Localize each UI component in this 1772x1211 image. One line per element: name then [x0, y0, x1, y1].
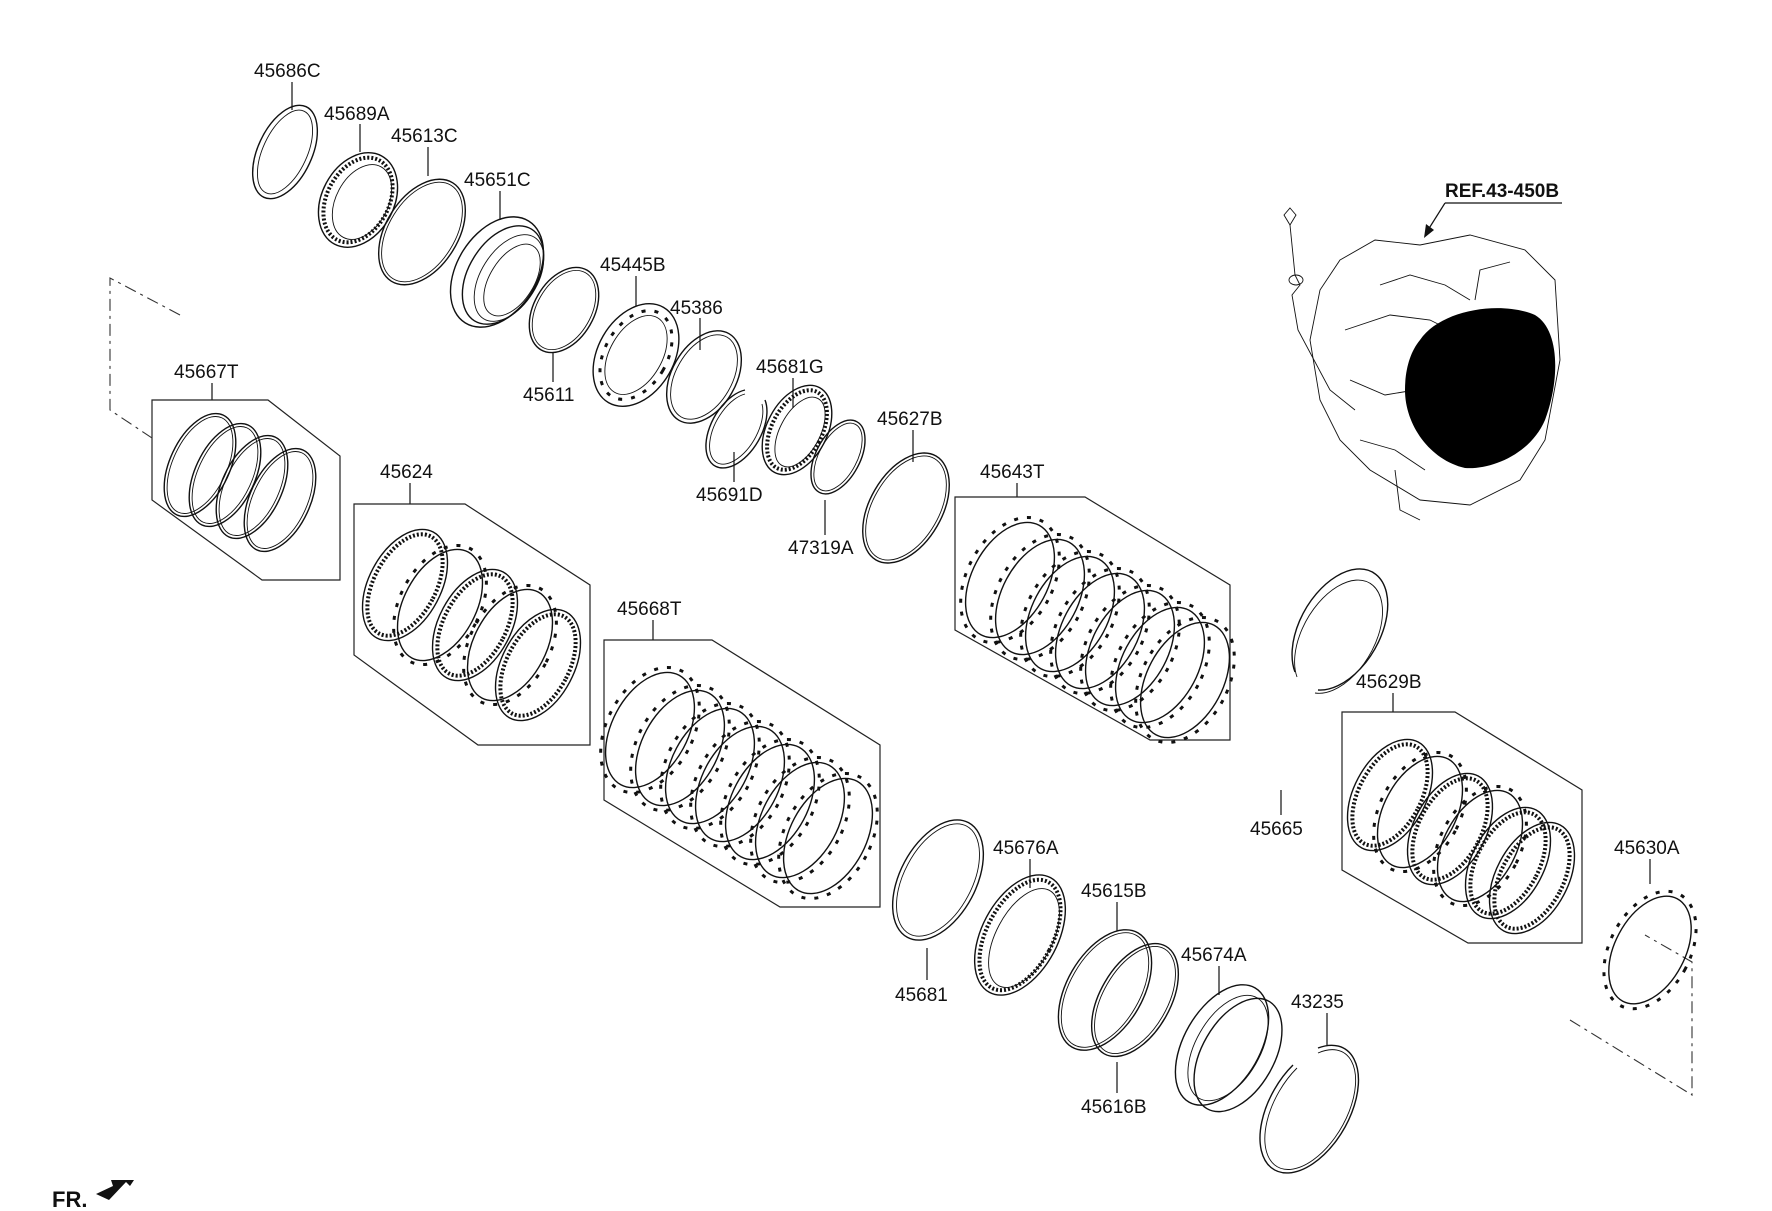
part-label-45616B[interactable]: 45616B [1081, 1097, 1147, 1118]
bottom-row-parts [874, 805, 1360, 1174]
part-label-45630A[interactable]: 45630A [1614, 838, 1680, 859]
part-labels: 45686C 45689A 45613C 45651C 45611 45445B… [174, 61, 1680, 1118]
front-direction-marker: FR. [52, 1180, 134, 1211]
o-ring-45613C[interactable] [361, 164, 484, 301]
ring-45615B[interactable] [1039, 914, 1171, 1066]
part-label-45686C[interactable]: 45686C [254, 61, 321, 82]
front-label: FR. [52, 1187, 87, 1211]
group-box-45629B [1341, 711, 1583, 944]
clutch-plate [392, 543, 488, 667]
plate-45630A[interactable] [1585, 876, 1715, 1025]
bearing-45676A[interactable] [956, 860, 1084, 1010]
ring-set-45667T[interactable] [150, 402, 331, 562]
bearing-45689A[interactable] [303, 139, 414, 261]
snap-ring-45686C[interactable] [239, 95, 330, 208]
clutch-disc [431, 568, 519, 682]
clutch-disc [361, 528, 449, 642]
snap-ring-43235[interactable] [1259, 1044, 1360, 1174]
part-label-45674A[interactable]: 45674A [1181, 945, 1247, 966]
part-label-45629B[interactable]: 45629B [1356, 672, 1422, 693]
part-label-45681G[interactable]: 45681G [756, 357, 824, 378]
wave-ring-45681[interactable] [874, 805, 1002, 955]
group-box-45668T [603, 639, 881, 908]
clutch-pack-45629B[interactable] [1330, 725, 1592, 948]
part-label-45615B[interactable]: 45615B [1081, 881, 1147, 902]
clutch-pack-45624[interactable] [345, 515, 598, 735]
part-label-45665[interactable]: 45665 [1250, 819, 1303, 840]
clutch-pack-45668T[interactable] [581, 651, 898, 916]
reference-label[interactable]: REF.43-450B [1445, 181, 1559, 202]
part-label-45627B[interactable]: 45627B [877, 409, 943, 430]
part-label-45445B[interactable]: 45445B [600, 255, 666, 276]
snap-ring-45665[interactable] [1291, 568, 1389, 694]
ring-45616B[interactable] [1074, 929, 1197, 1071]
ring-47319A[interactable] [800, 411, 876, 502]
transaxle-assembly-reference[interactable]: REF.43-450B [1283, 181, 1562, 521]
leader-lines [211, 82, 1651, 1093]
snap-ring-45691D[interactable] [705, 389, 768, 469]
clutch-pack-45643T[interactable] [941, 501, 1255, 760]
part-label-47319A[interactable]: 47319A [788, 538, 854, 559]
part-label-45611[interactable]: 45611 [523, 385, 574, 406]
spring-retainer-45445B[interactable] [576, 288, 697, 421]
clutch-plate [462, 583, 558, 707]
front-arrow-icon [96, 1180, 134, 1200]
group-box-45667T [151, 399, 341, 581]
part-label-45651C[interactable]: 45651C [464, 170, 531, 191]
seal-ring-45386[interactable] [651, 318, 756, 437]
part-label-45668T[interactable]: 45668T [617, 599, 682, 620]
part-label-45643T[interactable]: 45643T [980, 462, 1045, 483]
center-guides [109, 277, 1693, 1096]
group-boxes [151, 399, 1583, 944]
group-box-45643T [954, 496, 1231, 741]
part-label-43235[interactable]: 43235 [1291, 992, 1344, 1013]
part-label-45676A[interactable]: 45676A [993, 838, 1059, 859]
top-row-parts [239, 95, 967, 578]
part-label-45624[interactable]: 45624 [380, 462, 433, 483]
part-label-45613C[interactable]: 45613C [391, 126, 458, 147]
part-label-45386[interactable]: 45386 [670, 298, 723, 319]
part-label-45667T[interactable]: 45667T [174, 362, 239, 383]
ring-45627B[interactable] [845, 438, 967, 578]
drum-45674A[interactable] [1156, 969, 1300, 1127]
clutch-disc [494, 608, 582, 722]
group-box-45624 [353, 503, 591, 746]
piston-45651C[interactable] [431, 200, 562, 344]
part-label-45689A[interactable]: 45689A [324, 104, 390, 125]
part-label-45681[interactable]: 45681 [895, 985, 948, 1006]
part-label-45691D[interactable]: 45691D [696, 485, 763, 506]
ring-45611[interactable] [515, 255, 613, 365]
